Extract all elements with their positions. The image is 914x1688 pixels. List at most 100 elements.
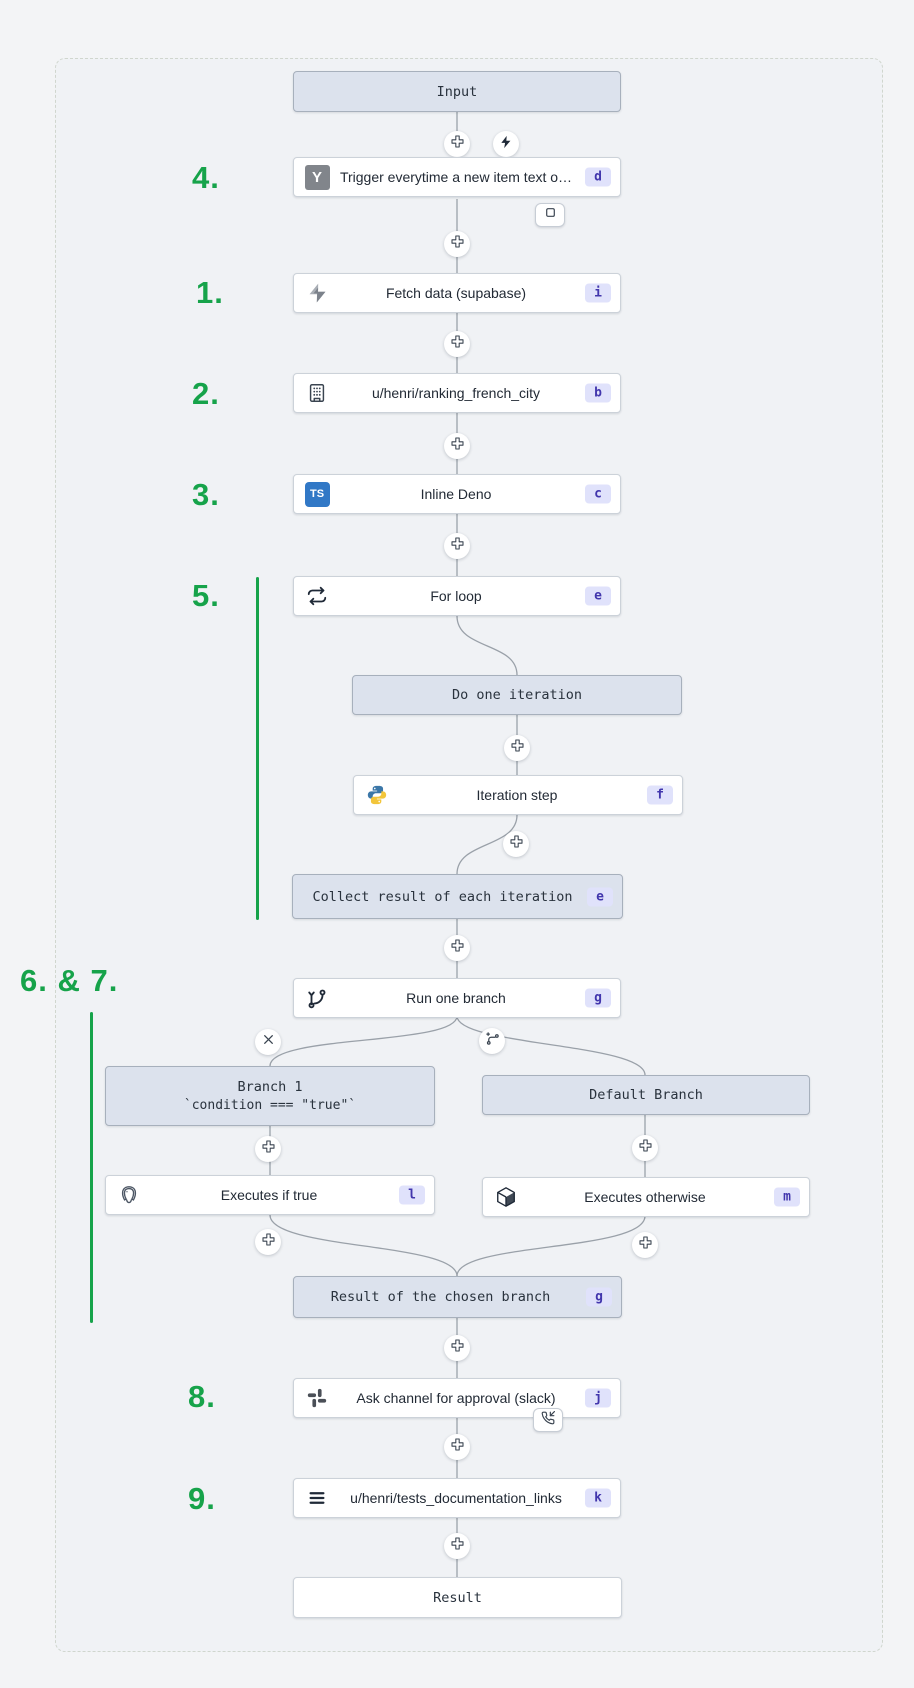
insert-step-button[interactable] [444, 1335, 470, 1361]
early-stop-button[interactable] [535, 203, 565, 227]
step-id-badge: g [586, 1287, 612, 1307]
node-executes-otherwise-label: Executes otherwise [584, 1189, 706, 1205]
postgresql-icon [116, 1182, 142, 1208]
plus-icon [261, 1139, 276, 1159]
branch-scope-line [90, 1012, 93, 1323]
node-ranking-french-city[interactable]: u/henri/ranking_french_city b [293, 373, 621, 413]
plus-icon [450, 1536, 465, 1556]
step-id-badge: b [585, 383, 611, 403]
node-slack-approval[interactable]: Ask channel for approval (slack) j [293, 1378, 621, 1418]
node-collect-result-label: Collect result of each iteration [312, 888, 573, 905]
plus-icon [450, 536, 465, 556]
insert-step-button[interactable] [632, 1232, 658, 1258]
node-docs-links[interactable]: u/henri/tests_documentation_links k [293, 1478, 621, 1518]
node-executes-if-true[interactable]: Executes if true l [105, 1175, 435, 1215]
annotation-6-7: 6. & 7. [20, 963, 119, 998]
node-default-branch[interactable]: Default Branch [482, 1075, 810, 1115]
node-ranking-label: u/henri/ranking_french_city [371, 385, 541, 401]
step-id-badge: m [774, 1187, 800, 1207]
insert-step-button[interactable] [504, 735, 530, 761]
supabase-icon [304, 280, 330, 306]
annotation-8: 8. [188, 1379, 216, 1414]
node-inline-deno[interactable]: TS Inline Deno c [293, 474, 621, 514]
insert-step-button[interactable] [444, 935, 470, 961]
loop-scope-line [256, 577, 259, 920]
repeat-icon [304, 583, 330, 609]
annotation-2: 2. [192, 376, 220, 411]
lightning-icon [499, 135, 513, 154]
insert-step-button[interactable] [444, 131, 470, 157]
annotation-3: 3. [192, 477, 220, 512]
phone-incoming-icon [541, 1410, 555, 1430]
branch-1-condition: `condition === "true"` [183, 1098, 357, 1113]
plus-icon [450, 134, 465, 154]
plus-icon [450, 436, 465, 456]
node-fetch-data-label: Fetch data (supabase) [385, 285, 527, 301]
remove-branch-button[interactable] [255, 1029, 281, 1055]
typescript-icon: TS [304, 481, 330, 507]
node-result[interactable]: Result [293, 1577, 622, 1618]
node-chosen-branch-result[interactable]: Result of the chosen branch g [293, 1276, 622, 1318]
step-id-badge: c [585, 484, 611, 504]
insert-step-button[interactable] [503, 831, 529, 857]
branch-1-title: Branch 1 [237, 1079, 303, 1095]
x-icon [262, 1033, 275, 1051]
trigger-toggle-button[interactable] [493, 131, 519, 157]
node-chosen-branch-result-label: Result of the chosen branch [330, 1289, 551, 1305]
stop-square-icon [544, 206, 557, 224]
plus-icon [450, 234, 465, 254]
node-branch-1[interactable]: Branch 1 `condition === "true"` [105, 1066, 435, 1126]
node-inline-deno-label: Inline Deno [420, 486, 492, 502]
step-id-badge: d [585, 167, 611, 187]
approval-suspend-button[interactable] [533, 1408, 563, 1432]
building-icon [304, 380, 330, 406]
annotation-4: 4. [192, 160, 220, 195]
node-executes-otherwise[interactable]: Executes otherwise m [482, 1177, 810, 1217]
node-slack-approval-label: Ask channel for approval (slack) [356, 1390, 556, 1406]
node-collect-result[interactable]: Collect result of each iteration e [292, 874, 623, 919]
node-do-one-iteration[interactable]: Do one iteration [352, 675, 682, 715]
plus-icon [510, 738, 525, 758]
add-branch-button[interactable] [479, 1028, 505, 1054]
node-input[interactable]: Input [293, 71, 621, 112]
slack-icon [304, 1385, 330, 1411]
node-for-loop[interactable]: For loop e [293, 576, 621, 616]
plus-icon [638, 1235, 653, 1255]
node-fetch-data[interactable]: Fetch data (supabase) i [293, 273, 621, 313]
hackernews-icon: Y [304, 164, 330, 190]
node-default-branch-label: Default Branch [589, 1087, 703, 1103]
annotation-9: 9. [188, 1481, 216, 1516]
step-id-badge: i [585, 283, 611, 303]
insert-step-button[interactable] [255, 1136, 281, 1162]
step-id-badge: l [399, 1185, 425, 1205]
node-run-one-branch-label: Run one branch [406, 990, 506, 1006]
plus-icon [450, 334, 465, 354]
plus-icon [261, 1232, 276, 1252]
step-id-badge: j [585, 1388, 611, 1408]
node-executes-if-true-label: Executes if true [220, 1187, 318, 1203]
insert-step-button[interactable] [444, 331, 470, 357]
insert-step-button[interactable] [632, 1135, 658, 1161]
step-id-badge: k [585, 1488, 611, 1508]
menu-lines-icon [304, 1485, 330, 1511]
insert-step-button[interactable] [444, 1434, 470, 1460]
step-id-badge: e [585, 586, 611, 606]
insert-step-button[interactable] [255, 1229, 281, 1255]
step-id-badge: e [587, 887, 613, 906]
insert-step-button[interactable] [444, 533, 470, 559]
node-iteration-step-label: Iteration step [476, 787, 558, 803]
step-id-badge: f [647, 785, 673, 805]
node-iteration-step[interactable]: Iteration step f [353, 775, 683, 815]
insert-step-button[interactable] [444, 231, 470, 257]
node-trigger[interactable]: Y Trigger everytime a new item text o… d [293, 157, 621, 197]
node-docs-links-label: u/henri/tests_documentation_links [350, 1490, 562, 1506]
node-input-label: Input [436, 83, 478, 100]
plus-icon [450, 938, 465, 958]
python-icon [364, 782, 390, 808]
insert-step-button[interactable] [444, 433, 470, 459]
git-branch-plus-icon [485, 1031, 500, 1051]
git-branch-icon [304, 985, 330, 1011]
node-run-one-branch[interactable]: Run one branch g [293, 978, 621, 1018]
insert-step-button[interactable] [444, 1533, 470, 1559]
